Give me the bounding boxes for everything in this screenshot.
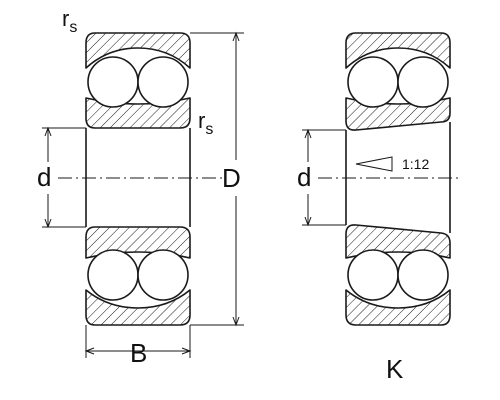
left-bottom-ball-2 [137, 249, 189, 301]
left-top-outer-ring [85, 32, 191, 69]
right-bearing-section [345, 32, 451, 326]
taper-symbol [355, 156, 393, 172]
right-bottom-ball-2 [397, 249, 449, 301]
right-bottom-ball-1 [347, 249, 399, 301]
tapered-variant-label: K [386, 354, 404, 384]
bore-label-left: d [37, 162, 51, 192]
bore-dimension-left [42, 126, 86, 229]
bore-dimension-right [302, 128, 346, 227]
taper-ratio-label: 1:12 [402, 156, 429, 172]
outer-diameter-dimension [190, 31, 244, 327]
left-bottom-outer-ring [85, 289, 191, 326]
width-dimension [84, 325, 192, 358]
right-top-ball-2 [397, 56, 449, 108]
right-bottom-outer-ring [345, 289, 451, 326]
width-label: B [130, 338, 147, 368]
left-top-ball-2 [137, 56, 189, 108]
bore-label-right: d [297, 162, 311, 192]
left-top-ball-1 [87, 56, 139, 108]
right-top-outer-ring [345, 32, 451, 69]
rs-label-inner: rs [198, 108, 213, 138]
rs-label-top: rs [62, 6, 77, 36]
left-bearing-section [85, 32, 191, 326]
left-bottom-ball-1 [87, 249, 139, 301]
outer-diameter-label: D [222, 163, 241, 193]
right-top-ball-1 [347, 56, 399, 108]
